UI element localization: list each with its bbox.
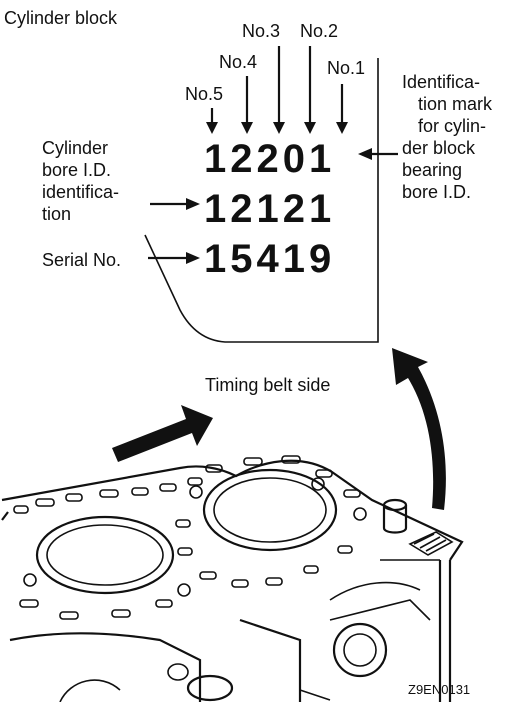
diagram-title: Cylinder block <box>4 8 118 28</box>
mark-label-line3: for cylin- <box>418 116 486 136</box>
timing-belt-side-label: Timing belt side <box>205 375 330 395</box>
mark-label-line1: Identifica- <box>402 72 480 92</box>
serial-number-digits: 15419 <box>204 237 335 281</box>
cylinder-label-no1: No.1 <box>327 58 365 78</box>
bore-id-arrow <box>150 198 200 210</box>
cylinder-label-no5: No.5 <box>185 84 223 104</box>
mark-label-line5: bearing <box>402 160 462 180</box>
serial-number-arrow <box>148 252 200 264</box>
stamp-plate-outline <box>144 58 379 343</box>
cylinder-bore-id-digits: 12121 <box>204 187 335 231</box>
bore-id-label-line2: bore I.D. <box>42 160 111 180</box>
mark-label-line4: der block <box>402 138 476 158</box>
bore-id-label-line1: Cylinder <box>42 138 108 158</box>
cylinder-label-no4: No.4 <box>219 52 257 72</box>
serial-number-label: Serial No. <box>42 250 121 270</box>
cylinder-block-illustration <box>1 455 464 702</box>
figure-code: Z9EN0131 <box>408 682 470 697</box>
bore-id-label-line3: identifica- <box>42 182 119 202</box>
cylinder-label-no2: No.2 <box>300 21 338 41</box>
bearing-bore-id-digits: 12201 <box>204 137 335 181</box>
bore-id-label-line4: tion <box>42 204 71 224</box>
cylinder-arrows <box>206 46 348 134</box>
mark-label-line2: tion mark <box>418 94 493 114</box>
timing-belt-direction-arrow <box>112 405 213 462</box>
cylinder-label-no3: No.3 <box>242 21 280 41</box>
bearing-mark-arrow <box>358 148 398 160</box>
mark-label-line6: bore I.D. <box>402 182 471 202</box>
curved-pointer-arrow <box>392 348 446 510</box>
